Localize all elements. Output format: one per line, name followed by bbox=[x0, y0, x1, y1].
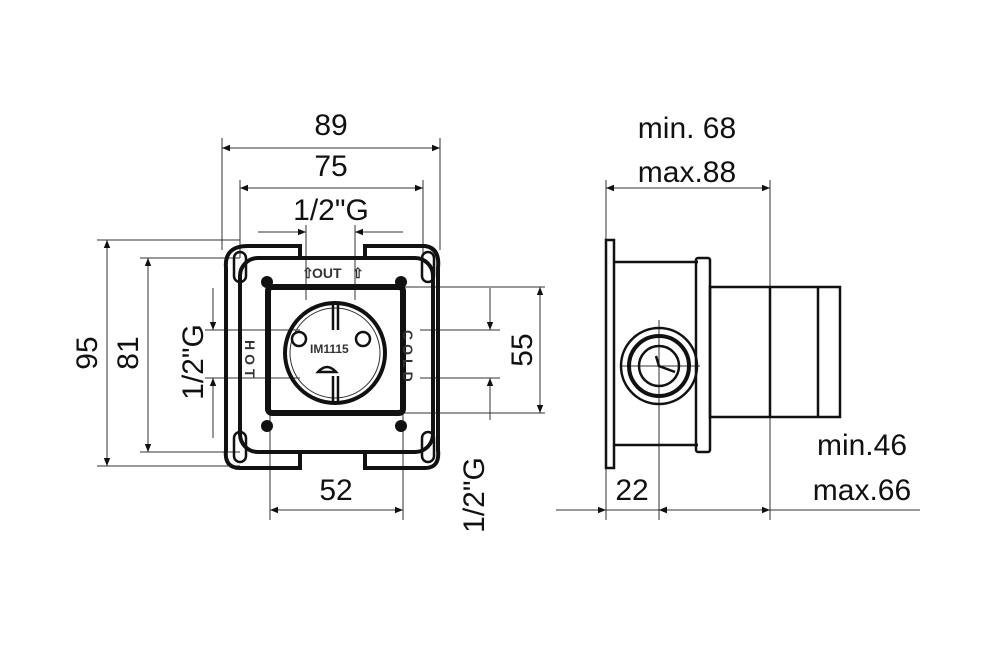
dim-right-thread: 1/2"G bbox=[458, 457, 491, 533]
side-view-body bbox=[604, 238, 842, 470]
dim-height-81: 81 bbox=[112, 336, 145, 369]
dim-width-75: 75 bbox=[314, 150, 347, 183]
dim-ext-min: min.46 bbox=[817, 429, 907, 462]
dim-offset-22: 22 bbox=[615, 474, 648, 507]
up-arrow-icon: ⇧ bbox=[352, 265, 364, 281]
side-flange bbox=[604, 238, 616, 470]
inner-frame bbox=[265, 284, 406, 416]
up-arrow-icon: ⇧ bbox=[302, 265, 314, 281]
dim-depth-max: max.88 bbox=[638, 156, 736, 189]
dim-ext-max: max.66 bbox=[813, 474, 911, 507]
front-dimension-lines bbox=[103, 144, 544, 514]
model-label: IM1115 bbox=[310, 342, 349, 356]
dim-width-89: 89 bbox=[314, 109, 347, 142]
mounting-bracket bbox=[223, 244, 441, 470]
front-view-body: OUT ⇧ ⇧ IM1115 HOT COLD bbox=[223, 244, 441, 470]
hot-label: HOT bbox=[242, 340, 258, 382]
logo-icon bbox=[315, 365, 339, 374]
dim-outlet-thread: 1/2"G bbox=[293, 194, 369, 227]
front-plate bbox=[238, 256, 435, 454]
inlet-port bbox=[619, 326, 699, 406]
dim-height-95: 95 bbox=[71, 336, 104, 369]
cold-label: COLD bbox=[400, 330, 416, 386]
dim-inlet-55: 55 bbox=[506, 333, 539, 366]
dim-bottom-52: 52 bbox=[319, 474, 352, 507]
side-cylinder bbox=[708, 285, 842, 419]
dim-left-thread: 1/2"G bbox=[177, 324, 210, 400]
side-plate bbox=[694, 256, 712, 454]
body-circle bbox=[283, 301, 387, 405]
dim-depth-min: min. 68 bbox=[638, 112, 736, 145]
out-label: OUT bbox=[312, 265, 342, 281]
